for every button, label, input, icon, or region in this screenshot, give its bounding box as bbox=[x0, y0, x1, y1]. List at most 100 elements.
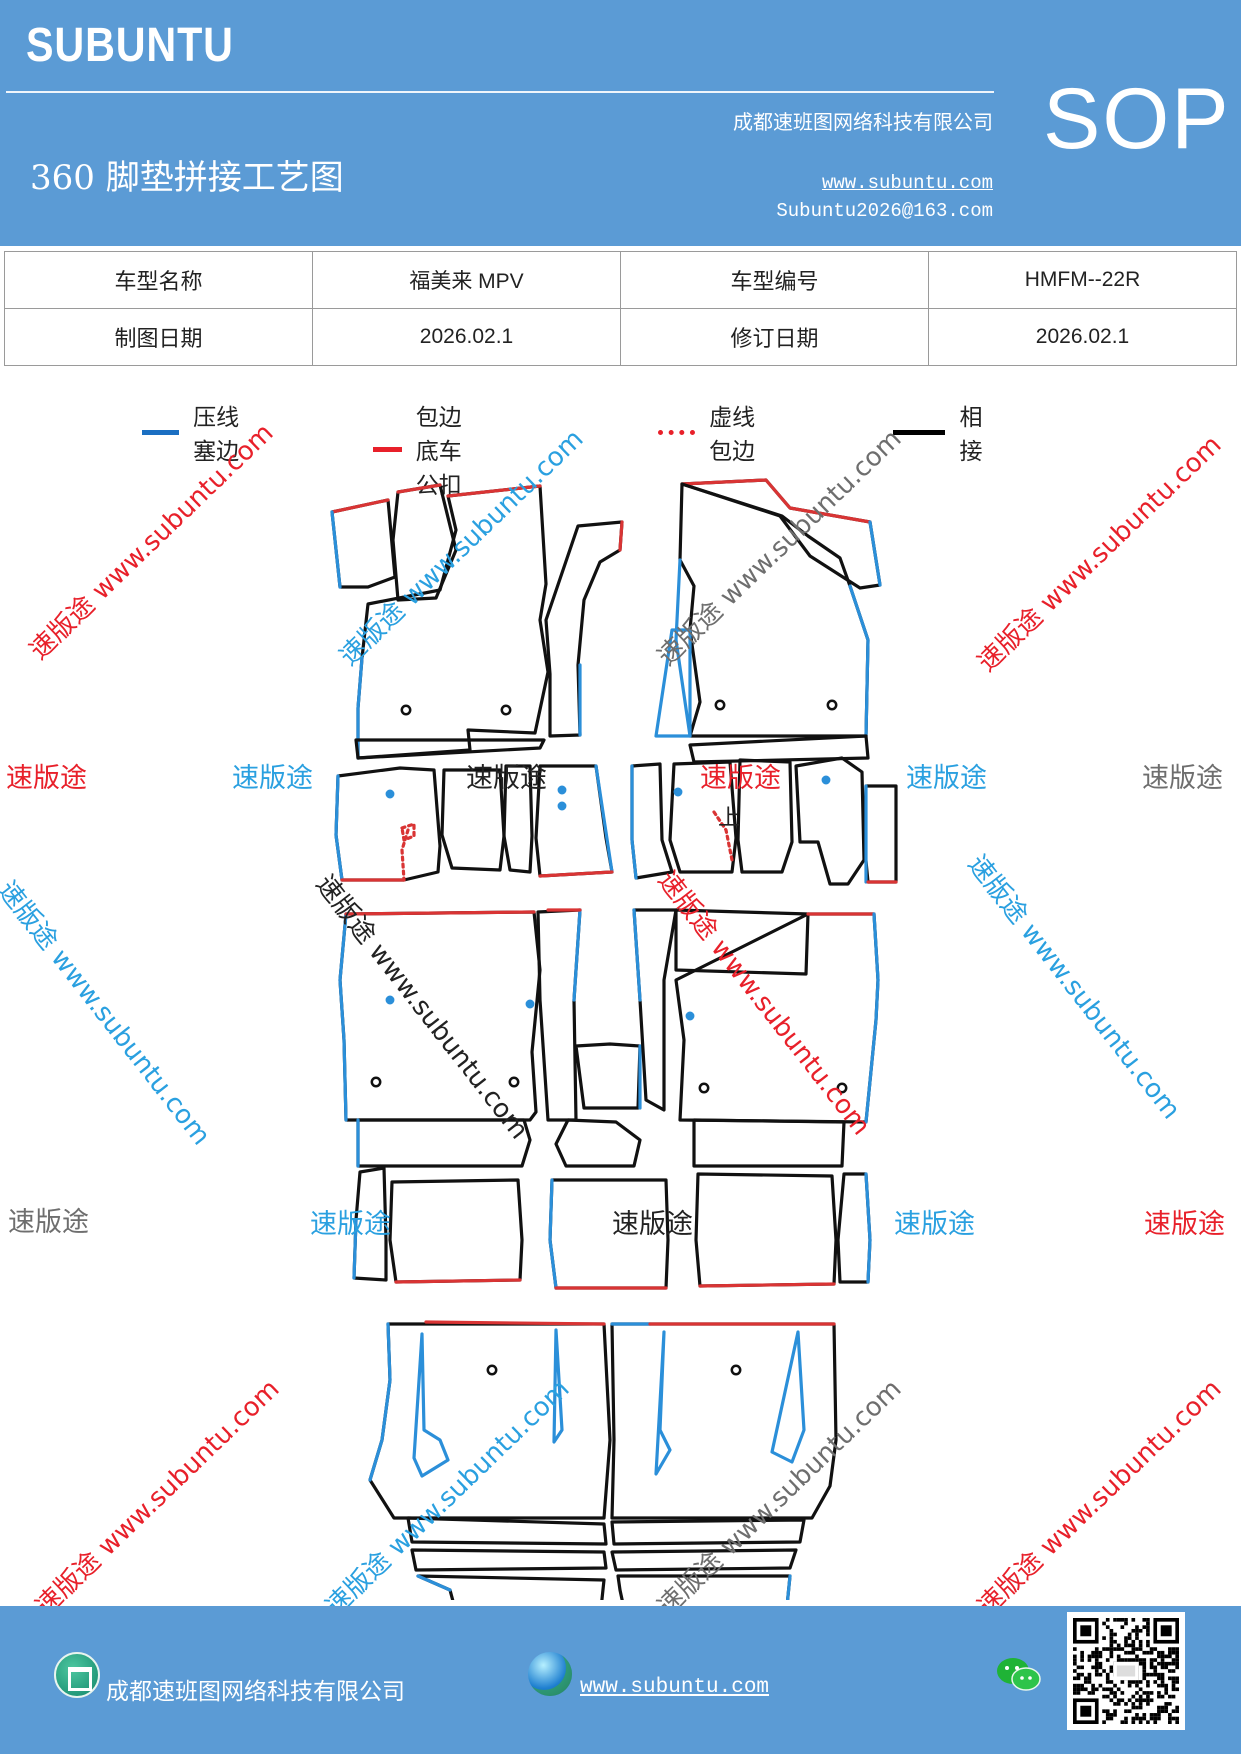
mounting-hole bbox=[500, 704, 512, 716]
third-left-mat-red bbox=[344, 910, 536, 916]
wechat-icon bbox=[997, 1658, 1041, 1691]
locating-dot bbox=[821, 775, 831, 785]
second-right-inner-blue bbox=[630, 764, 638, 880]
model-code-label: 车型编号 bbox=[620, 251, 929, 309]
front-left-heel-pad bbox=[330, 498, 397, 589]
header-banner: SUBUNTU 成都速班图网络科技有限公司 360 脚垫拼接工艺图 www.su… bbox=[0, 0, 1241, 246]
legend-swatch-red-dotted bbox=[658, 429, 696, 435]
fourth-center-pad-blue bbox=[548, 1178, 558, 1290]
rear-left-bottom-blue bbox=[416, 1574, 452, 1592]
legend-label: 相接 bbox=[959, 405, 983, 465]
second-right-center bbox=[736, 758, 794, 874]
fourth-right-pad-red bbox=[698, 1282, 836, 1288]
diagram-up-label: 上 bbox=[718, 806, 741, 831]
fourth-center-pad bbox=[548, 1178, 670, 1290]
fourth-left-crossbar bbox=[356, 1118, 532, 1168]
front-driver-mat-body bbox=[356, 484, 550, 760]
revise-date-label: 修订日期 bbox=[620, 308, 929, 366]
pedal-patch-edge-red bbox=[396, 483, 442, 494]
third-right-mat-blue bbox=[864, 912, 880, 1124]
qr-code-image[interactable] bbox=[1067, 1612, 1185, 1730]
vehicle-info-table: 车型名称 福美来 MPV 车型编号 HMFM--22R 制图日期 2026.02… bbox=[4, 251, 1237, 366]
front-passenger-right-edge-blue bbox=[848, 584, 870, 738]
second-right-mid bbox=[668, 760, 738, 874]
second-right-inner bbox=[630, 762, 674, 880]
legend-swatch-blue bbox=[142, 429, 180, 435]
footer-banner: 成都速班图网络科技有限公司 www.subuntu.com bbox=[0, 1606, 1241, 1754]
front-left-crossbar bbox=[354, 738, 546, 760]
locating-dot bbox=[385, 995, 395, 1005]
mounting-hole bbox=[826, 699, 838, 711]
mounting-hole bbox=[486, 1364, 498, 1376]
second-left-center-red bbox=[538, 870, 614, 878]
second-left-outer-blue bbox=[334, 774, 344, 882]
legend-swatch-red bbox=[373, 446, 402, 452]
revise-date-value: 2026.02.1 bbox=[928, 308, 1237, 366]
dotted-wrap-right bbox=[712, 810, 734, 862]
center-tunnel-pad bbox=[574, 1042, 642, 1110]
rear-left-mat-blue bbox=[368, 1322, 392, 1482]
legend-label: 虚线包边 bbox=[709, 405, 756, 465]
header-email[interactable]: Subuntu2026@163.com bbox=[776, 200, 993, 222]
front-right-top-edge-red bbox=[680, 478, 872, 524]
draw-date-value: 2026.02.1 bbox=[312, 308, 621, 366]
document-title: 360 脚垫拼接工艺图 bbox=[30, 158, 344, 198]
model-code-value: HMFM--22R bbox=[928, 251, 1237, 309]
rear-left-mat-body bbox=[368, 1322, 612, 1520]
front-driver-edge-blue bbox=[356, 656, 364, 760]
second-left-outer bbox=[334, 766, 442, 882]
locating-dot bbox=[557, 801, 567, 811]
rear-left-crossbar-2 bbox=[410, 1548, 608, 1572]
third-left-strip-blue bbox=[572, 908, 582, 1002]
front-right-top-edge-blue bbox=[868, 520, 882, 587]
legend-item-blue: 压线塞边 bbox=[142, 398, 245, 466]
fourth-left-pad bbox=[388, 1178, 524, 1284]
globe-icon bbox=[528, 1652, 572, 1696]
rear-right-crossbar-1 bbox=[610, 1518, 806, 1546]
floor-mat-diagram bbox=[330, 478, 898, 1600]
fourth-center-top bbox=[554, 1118, 642, 1168]
third-right-strip-blue bbox=[632, 908, 642, 1002]
rear-right-crossbar-2 bbox=[610, 1548, 798, 1572]
front-driver-edge-red bbox=[446, 484, 542, 498]
fourth-right-edge-strip-blue bbox=[864, 1172, 872, 1284]
front-right-crossbar bbox=[688, 734, 870, 764]
table-row: 制图日期 2026.02.1 修订日期 2026.02.1 bbox=[4, 308, 1237, 366]
footer-company-name: 成都速班图网络科技有限公司 bbox=[106, 1679, 405, 1705]
rear-left-inner-notch bbox=[552, 1328, 564, 1444]
header-divider bbox=[6, 91, 994, 93]
second-left-center bbox=[534, 764, 614, 878]
rear-right-notch bbox=[654, 1330, 672, 1476]
rear-right-bottom-strip bbox=[616, 1574, 792, 1600]
fourth-right-edge-strip bbox=[836, 1172, 872, 1284]
header-company-name: 成都速班图网络科技有限公司 bbox=[733, 110, 993, 134]
front-passenger-mat-body bbox=[678, 482, 870, 738]
front-passenger-edge-blue bbox=[674, 558, 692, 738]
footer-website-link[interactable]: www.subuntu.com bbox=[580, 1676, 770, 1699]
fourth-right-pad bbox=[694, 1172, 838, 1288]
locating-dot bbox=[557, 785, 567, 795]
mounting-hole bbox=[370, 1076, 382, 1088]
fourth-left-edge-strip-blue bbox=[352, 1218, 358, 1280]
model-name-label: 车型名称 bbox=[4, 251, 313, 309]
mounting-hole bbox=[698, 1082, 710, 1094]
header-website-link[interactable]: www.subuntu.com bbox=[821, 172, 993, 194]
front-left-edge-red bbox=[330, 498, 390, 514]
company-home-icon bbox=[54, 1652, 100, 1698]
third-left-mat-body bbox=[338, 910, 542, 1122]
sop-mark: SOP bbox=[1043, 71, 1231, 167]
legend-item-red-dotted: 虚线包边 bbox=[658, 398, 761, 466]
second-left-center-blue bbox=[594, 764, 614, 874]
legend-item-black: 相接 bbox=[893, 398, 996, 466]
second-right-edge-strip bbox=[862, 784, 898, 884]
rear-left-notch bbox=[412, 1332, 450, 1478]
mounting-hole bbox=[836, 1082, 848, 1094]
front-center-strip bbox=[544, 520, 624, 738]
front-passenger-side-strip bbox=[654, 628, 692, 738]
rear-right-inner-notch bbox=[770, 1330, 806, 1464]
locating-dot bbox=[673, 787, 683, 797]
mounting-hole bbox=[508, 1076, 520, 1088]
locating-dot bbox=[385, 789, 395, 799]
second-left-mid bbox=[440, 768, 506, 872]
mounting-hole bbox=[730, 1364, 742, 1376]
